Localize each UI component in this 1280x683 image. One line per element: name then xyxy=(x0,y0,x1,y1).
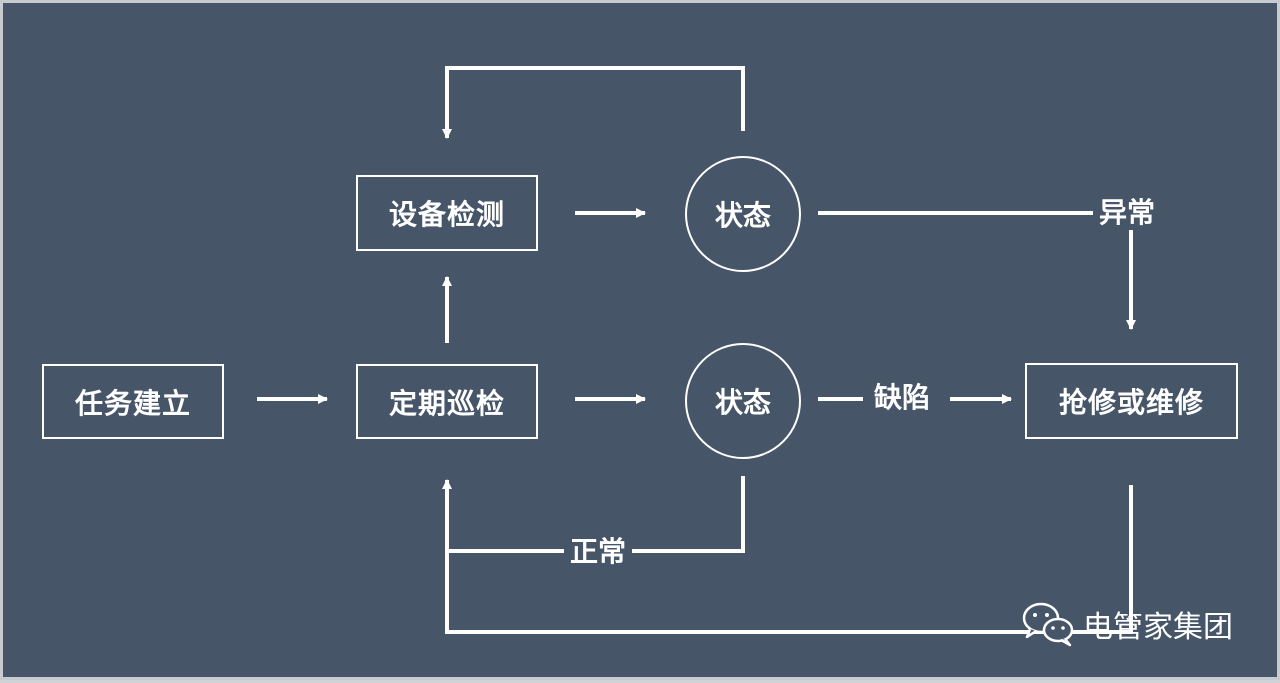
status-upper-circle: 状态 xyxy=(685,156,801,272)
periodic-inspection-label: 定期巡检 xyxy=(388,386,505,420)
equipment-detection-box: 设备检测 xyxy=(356,175,538,251)
watermark-text: 电管家集团 xyxy=(1083,610,1233,645)
edge-label-defect: 缺陷 xyxy=(868,381,937,415)
status-upper-label: 状态 xyxy=(714,199,771,232)
equipment-detection-label: 设备检测 xyxy=(388,198,505,231)
arrow-abnormal-to-repair xyxy=(818,211,1136,330)
edge-label-abnormal: 异常 xyxy=(1093,196,1162,230)
task-creation-box: 任务建立 xyxy=(42,364,224,439)
connector-layer xyxy=(257,66,1136,634)
wechat-icon xyxy=(1022,602,1074,647)
repair-box: 抢修或维修 xyxy=(1025,363,1238,439)
watermark: 电管家集团 xyxy=(1021,599,1233,649)
periodic-inspection-box: 定期巡检 xyxy=(356,364,538,439)
arrow-status-loop-to-detection xyxy=(442,66,745,139)
task-creation-label: 任务建立 xyxy=(74,386,191,420)
edge-label-normal: 正常 xyxy=(564,535,633,569)
status-lower-label: 状态 xyxy=(714,386,771,419)
arrow-repair-return-line xyxy=(445,485,1133,634)
status-lower-circle: 状态 xyxy=(685,343,801,459)
repair-label: 抢修或维修 xyxy=(1058,386,1204,419)
